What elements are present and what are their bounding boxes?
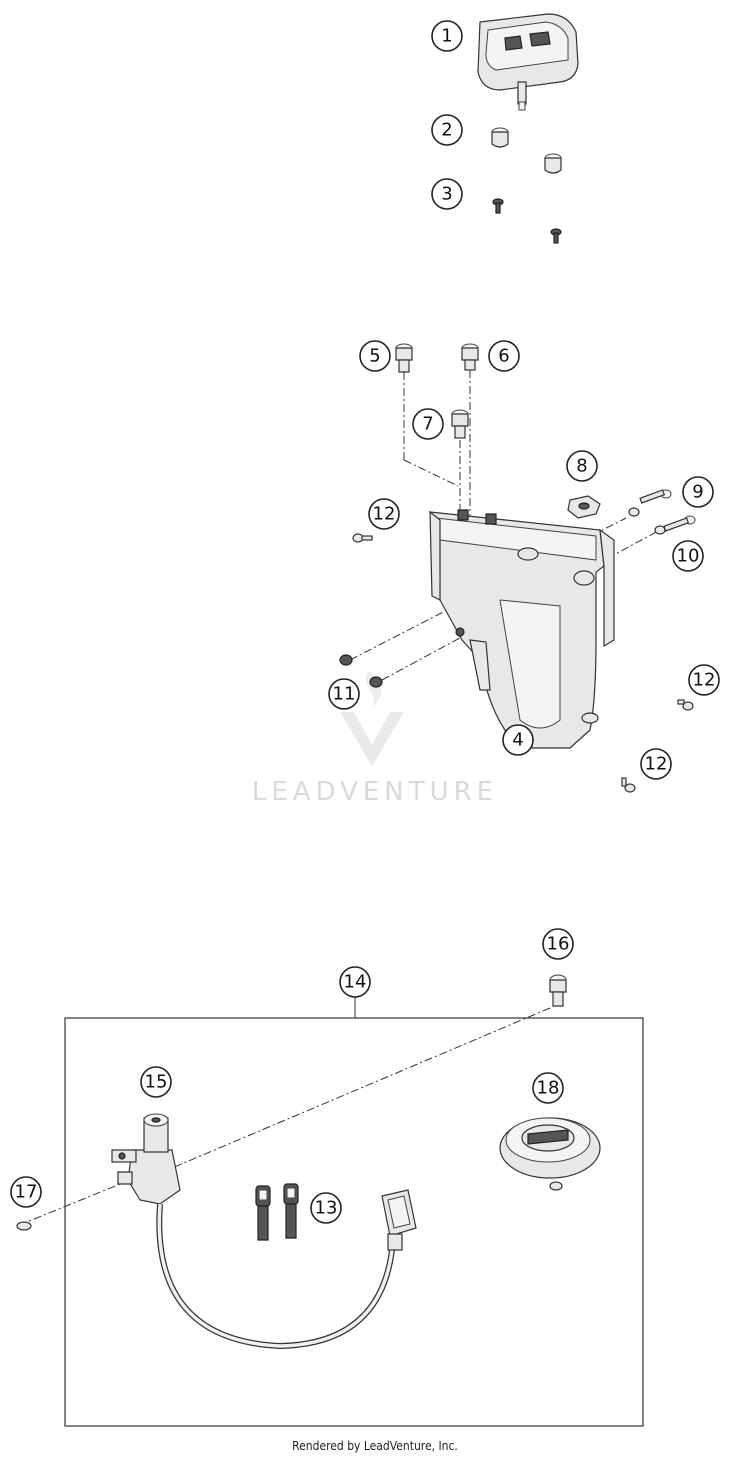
assembly-lines-bottom [21, 1007, 551, 1225]
callout-12b: 12 [688, 664, 720, 696]
callout-label: 10 [677, 546, 700, 567]
bolt-9 [628, 489, 672, 517]
callout-label: 11 [333, 684, 356, 705]
fuel-cap-18 [499, 1117, 601, 1191]
callout-label: 3 [441, 184, 452, 205]
screw-6 [461, 343, 479, 371]
callout-label: 12 [645, 754, 668, 775]
key-13b [283, 1183, 299, 1239]
callout-label: 12 [373, 504, 396, 525]
ignition-lock-15 [111, 1113, 417, 1350]
key-13a [255, 1185, 271, 1241]
callout-label: 6 [498, 346, 509, 367]
screw-12b [677, 699, 694, 711]
kit-boundary-box [64, 997, 644, 1427]
callout-7: 7 [412, 408, 444, 440]
nut-11b [369, 676, 383, 688]
leadventure-logo-icon [340, 670, 404, 766]
callout-3: 3 [431, 178, 463, 210]
callout-label: 7 [422, 414, 433, 435]
footer-credit: Rendered by LeadVenture, Inc. [292, 1439, 458, 1453]
callout-label: 5 [369, 346, 380, 367]
watermark-text: LEADVENTURE [252, 777, 498, 807]
screw-7 [451, 409, 469, 439]
callout-label: 18 [537, 1078, 560, 1099]
callout-label: 9 [692, 482, 703, 503]
callout-12a: 12 [368, 498, 400, 530]
callout-9: 9 [682, 476, 714, 508]
callout-label: 14 [344, 972, 367, 993]
screw-16 [549, 974, 567, 1007]
grommet-upper [491, 127, 509, 148]
grommet-lower [544, 153, 562, 174]
screw-12c [621, 777, 636, 793]
bolt-10 [654, 515, 696, 535]
callout-label: 17 [15, 1182, 38, 1203]
nut-11a [339, 654, 353, 666]
callout-label: 2 [441, 120, 452, 141]
callout-label: 12 [693, 670, 716, 691]
screw-lower [550, 228, 562, 244]
screw-12a [352, 533, 373, 543]
cage-nut-8 [567, 495, 601, 519]
callout-5: 5 [359, 340, 391, 372]
callout-label: 16 [547, 934, 570, 955]
callout-15: 15 [140, 1066, 172, 1098]
watermark: LEADVENTURE [252, 670, 498, 807]
callout-18: 18 [532, 1072, 564, 1104]
callout-12c: 12 [640, 748, 672, 780]
callout-label: 4 [512, 730, 523, 751]
callout-14: 14 [339, 966, 371, 998]
callout-label: 8 [576, 456, 587, 477]
callout-label: 1 [441, 26, 452, 47]
callout-6: 6 [488, 340, 520, 372]
callout-13: 13 [310, 1192, 342, 1224]
callout-17: 17 [10, 1176, 42, 1208]
callout-8: 8 [566, 450, 598, 482]
callout-10: 10 [672, 540, 704, 572]
callout-1: 1 [431, 20, 463, 52]
callout-11: 11 [328, 678, 360, 710]
screw-5 [395, 343, 413, 373]
callout-label: 13 [315, 1198, 338, 1219]
callout-2: 2 [431, 114, 463, 146]
instrument-cluster [477, 13, 579, 111]
screw-upper [492, 198, 504, 214]
callout-label: 15 [145, 1072, 168, 1093]
mounting-bracket [429, 509, 615, 749]
washer-17 [16, 1221, 32, 1231]
callout-16: 16 [542, 928, 574, 960]
callout-4: 4 [502, 724, 534, 756]
